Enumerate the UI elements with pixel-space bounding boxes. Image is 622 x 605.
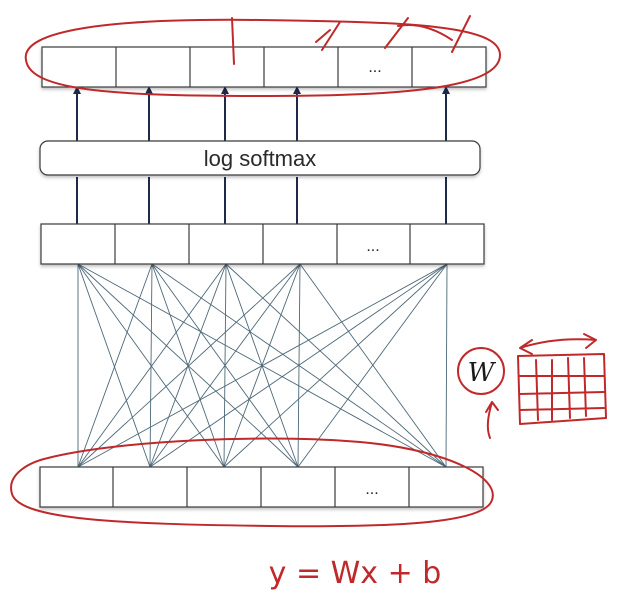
weight-connection-line <box>151 263 447 468</box>
weight-connection-line <box>77 263 447 468</box>
weight-connection-line <box>299 263 447 468</box>
softmax-label: log softmax <box>204 146 317 171</box>
output-tick-marks <box>231 15 471 65</box>
input-layer-circle <box>10 437 494 528</box>
fully-connected-weights <box>77 263 448 468</box>
weight-connection-line <box>151 263 299 468</box>
hidden-to-softmax-arrows <box>76 177 447 224</box>
weight-matrix-sketch <box>517 353 607 425</box>
output-layer <box>41 46 487 88</box>
weight-symbol: W <box>468 358 497 388</box>
softmax-box <box>39 140 481 176</box>
output-ellipsis: ... <box>368 59 381 76</box>
input-layer <box>39 466 484 508</box>
weight-connection-line <box>77 263 225 468</box>
output-layer-circle <box>24 18 501 97</box>
weight-connection-line <box>77 263 151 468</box>
softmax-to-output-arrows <box>73 86 450 141</box>
hidden-layer <box>40 223 485 265</box>
up-arrow <box>485 401 499 439</box>
equation-annotation: y = Wx + b <box>269 556 442 591</box>
weight-connection-line <box>445 263 448 468</box>
input-ellipsis: ... <box>365 481 378 498</box>
handwritten-annotations <box>10 15 607 528</box>
weight-symbol-circle <box>457 347 505 395</box>
hidden-ellipsis: ... <box>366 238 379 255</box>
weight-connection-line <box>77 263 299 468</box>
weight-connection-line <box>225 263 447 468</box>
double-arrow <box>519 333 597 355</box>
